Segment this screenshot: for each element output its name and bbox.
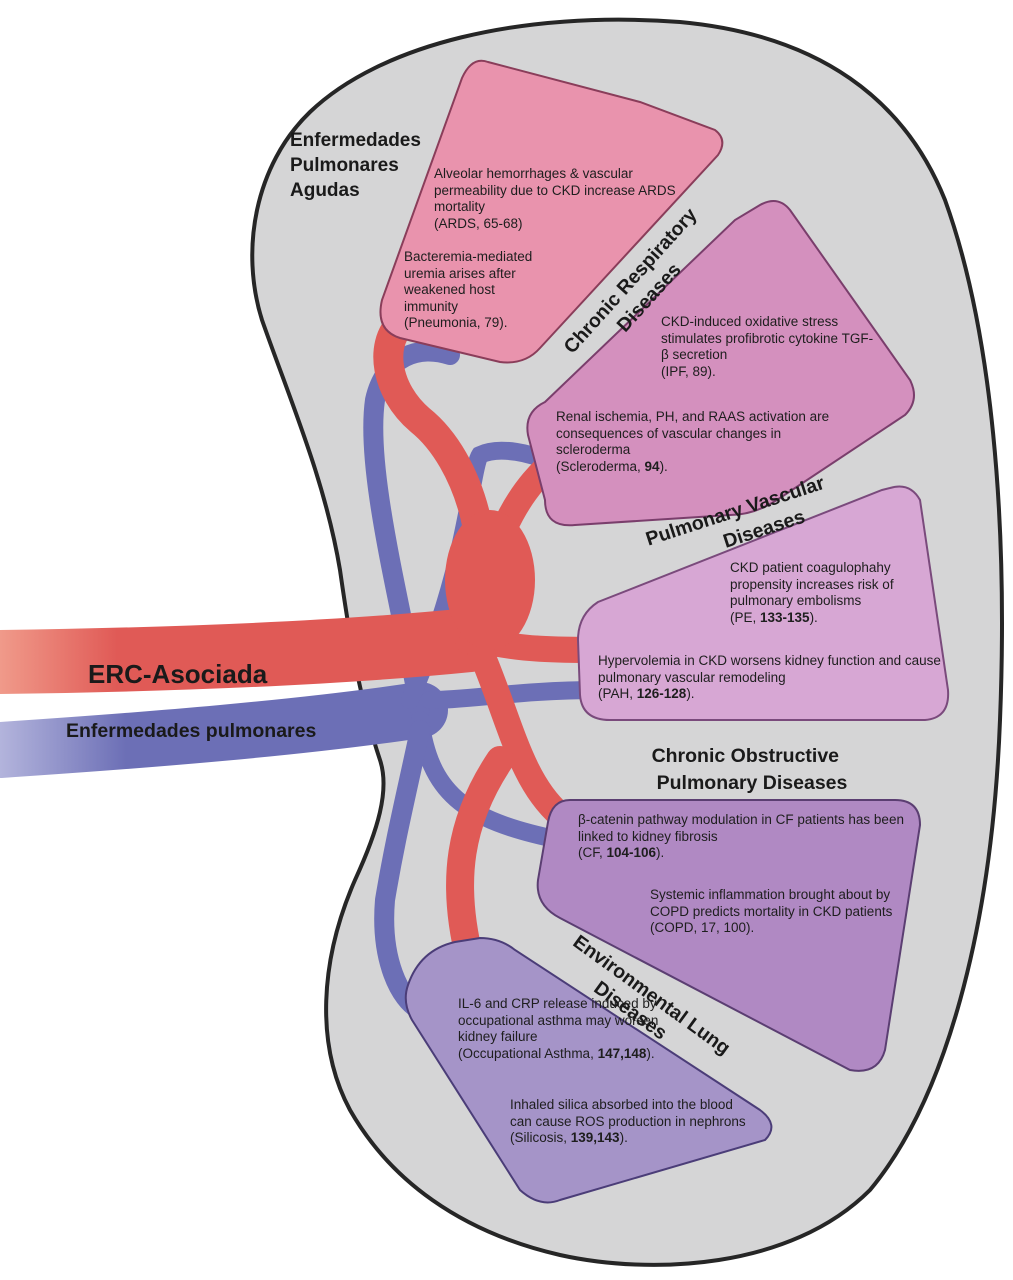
silicosis-text: Inhaled silica absorbed into the blood c… [510,1097,746,1129]
acute-disease-box [379,59,724,364]
pneumonia-finding: Bacteremia-mediated uremia arises after … [404,249,544,332]
environmental-disease-box [404,936,773,1204]
respiratory-disease-box [526,200,915,527]
cf-citation: (CF, 104-106). [578,845,665,860]
cf-finding: β-catenin pathway modulation in CF patie… [578,812,913,862]
ipf-text: CKD-induced oxidative stress stimulates … [661,314,874,362]
pe-finding: CKD patient coagulophahy propensity incr… [730,560,940,626]
pe-text: CKD patient coagulophahy propensity incr… [730,560,894,608]
ards-citation: (ARDS, 65-68) [434,215,523,231]
pe-citation: (PE, 133-135). [730,609,818,625]
obstructive-disease-box [536,799,922,1072]
ards-text: Alveolar hemorrhages & vascular permeabi… [434,166,676,214]
asthma-finding: IL-6 and CRP release induced by occupati… [458,996,698,1062]
ipf-citation: (IPF, 89). [661,363,716,379]
silicosis-citation: (Silicosis, 139,143). [510,1130,628,1145]
copd-finding: Systemic inflammation brought about by C… [650,887,900,937]
ipf-finding: CKD-induced oxidative stress stimulates … [661,314,876,380]
pneumonia-text: Bacteremia-mediated uremia arises after … [404,249,533,314]
pah-text: Hypervolemia in CKD worsens kidney funct… [598,653,941,685]
asthma-text: IL-6 and CRP release induced by occupati… [458,996,659,1044]
ards-finding: Alveolar hemorrhages & vascular permeabi… [434,166,684,232]
pah-finding: Hypervolemia in CKD worsens kidney funct… [598,653,943,703]
erc-asociada-label: ERC-Asociada [88,659,268,689]
vascular-disease-box [576,485,950,721]
scleroderma-citation: (Scleroderma, 94). [556,458,668,474]
cf-text: β-catenin pathway modulation in CF patie… [578,812,904,844]
scleroderma-text: Renal ischemia, PH, and RAAS activation … [556,409,830,457]
pah-citation: (PAH, 126-128). [598,686,695,701]
scleroderma-finding: Renal ischemia, PH, and RAAS activation … [556,409,856,475]
silicosis-finding: Inhaled silica absorbed into the blood c… [510,1097,750,1147]
acute-title: Enfermedades Pulmonares Agudas [290,130,426,201]
pneumonia-citation: (Pneumonia, 79). [404,315,508,330]
enfermedades-pulmonares-label: Enfermedades pulmonares [66,720,316,742]
obstructive-title: Chronic Obstructive Pulmonary Diseases [652,745,848,794]
asthma-citation: (Occupational Asthma, 147,148). [458,1045,655,1061]
copd-citation: (COPD, 17, 100). [650,920,755,935]
copd-text: Systemic inflammation brought about by C… [650,887,893,919]
